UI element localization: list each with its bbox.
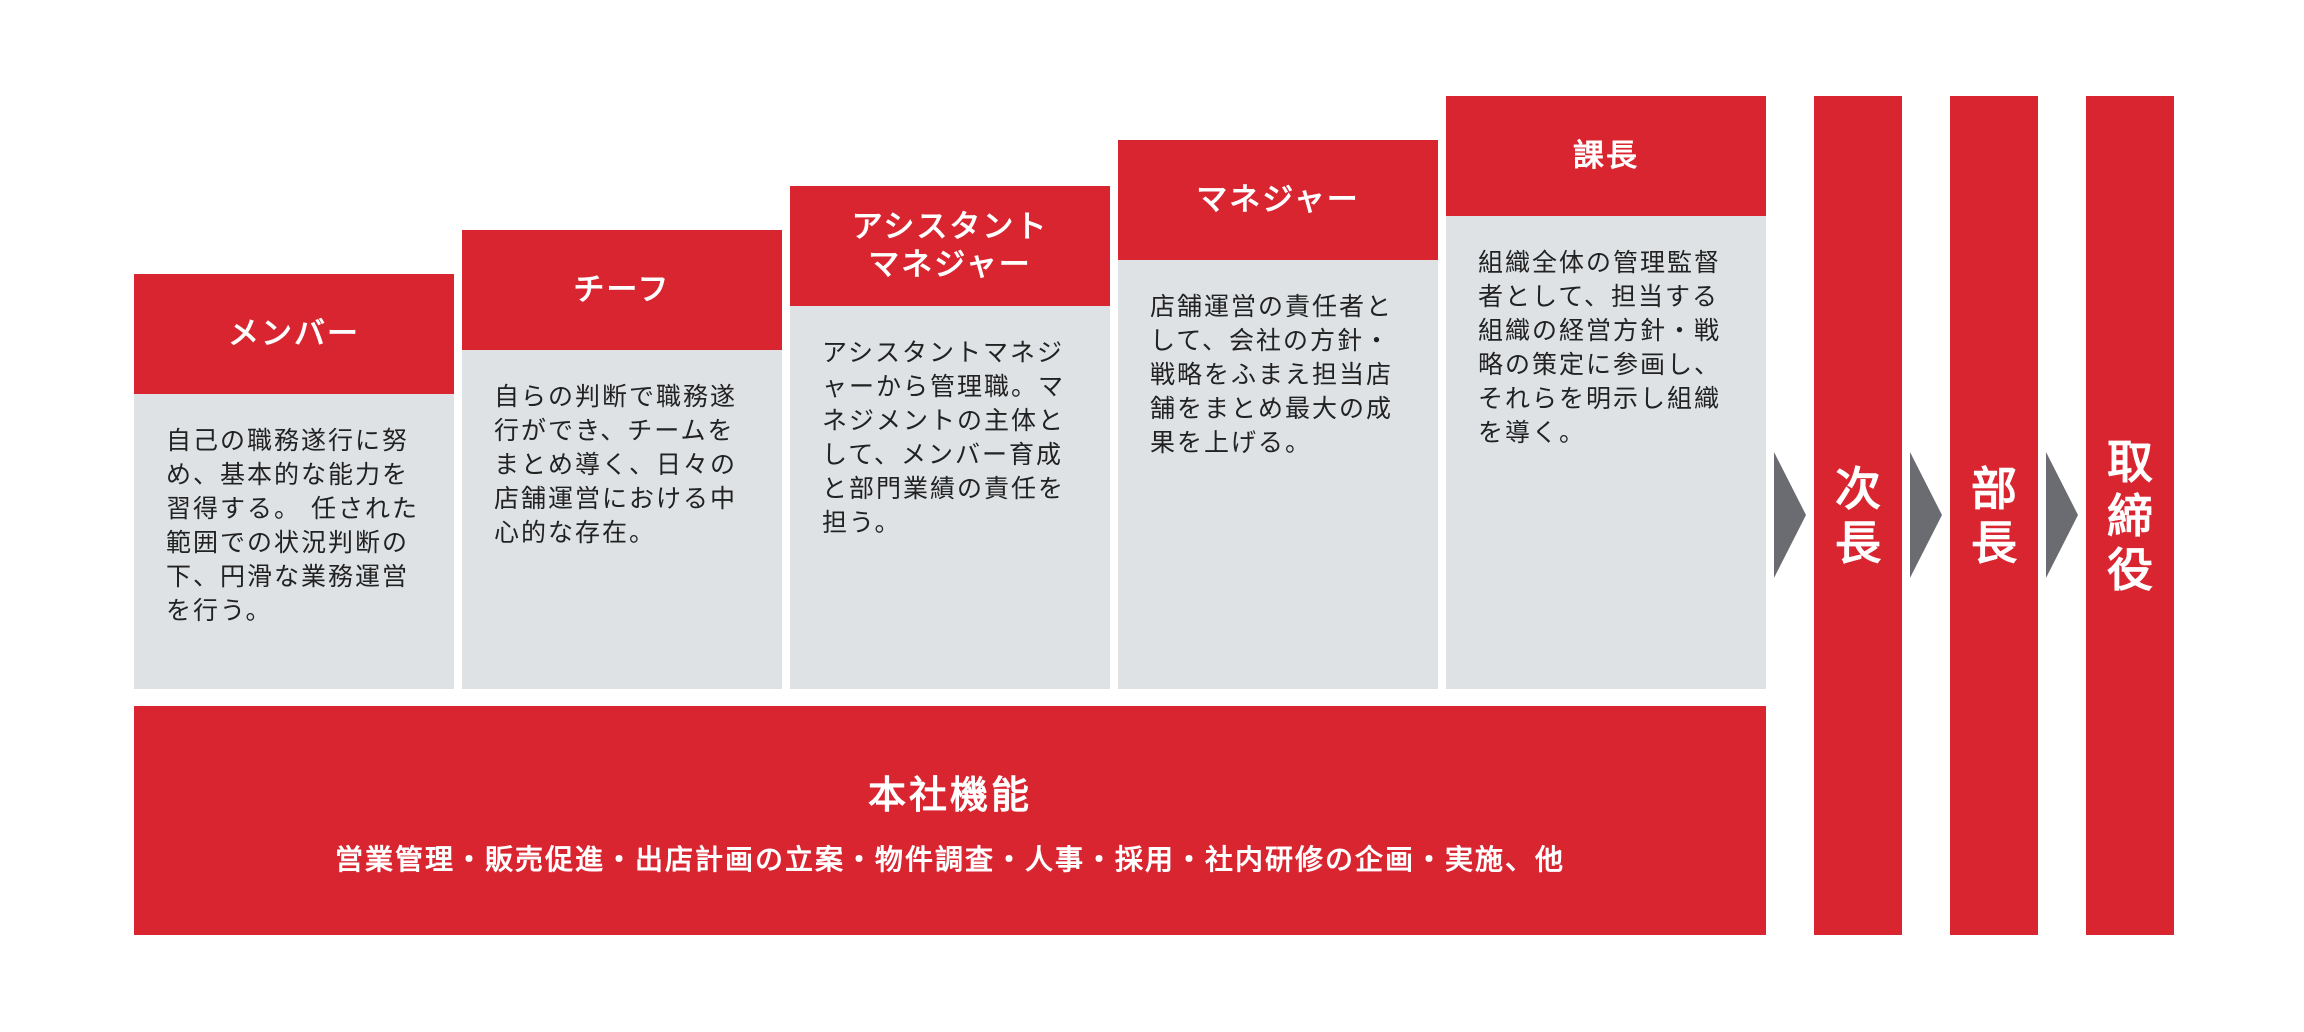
level-title: 次長 — [1835, 461, 1881, 570]
career-level-department-manager: 部長 — [1950, 96, 2038, 935]
level-title: マネジャー — [1118, 140, 1438, 260]
level-description: 自己の職務遂行に努め、基本的な能力を習得する。 任された範囲での状況判断の下、円… — [166, 426, 419, 625]
headquarters-functions-banner: 本社機能 営業管理・販売促進・出店計画の立案・物件調査・人事・採用・社内研修の企… — [134, 706, 1766, 935]
level-title-line1: アシスタント — [851, 209, 1049, 245]
level-title-line2: マネジャー — [868, 247, 1032, 283]
career-level-manager: マネジャー 店舗運営の責任者として、会社の方針・戦略をふまえ担当店舗をまとめ最大… — [1118, 140, 1438, 689]
career-level-section-chief: 課長 組織全体の管理監督者として、担当する組織の経営方針・戦略の策定に参画し、そ… — [1446, 96, 1766, 689]
level-description: アシスタントマネジャーから管理職。マネジメントの主体として、メンバー育成と部門業… — [822, 338, 1066, 537]
level-title: メンバー — [134, 274, 454, 394]
arrow-right-icon — [1910, 452, 1942, 578]
level-description: 店舗運営の責任者として、会社の方針・戦略をふまえ担当店舗をまとめ最大の成果を上げ… — [1150, 292, 1394, 457]
level-title: 部長 — [1971, 461, 2017, 570]
career-level-director: 取締役 — [2086, 96, 2174, 935]
headquarters-title: 本社機能 — [867, 773, 1032, 817]
level-description: 組織全体の管理監督者として、担当する組織の経営方針・戦略の策定に参画し、それらを… — [1478, 248, 1722, 447]
career-level-deputy-manager: 次長 — [1814, 96, 1902, 935]
level-title: アシスタント マネジャー — [790, 186, 1110, 306]
headquarters-functions-list: 営業管理・販売促進・出店計画の立案・物件調査・人事・採用・社内研修の企画・実施、… — [334, 843, 1565, 876]
career-level-chief: チーフ 自らの判断で職務遂行ができ、チームをまとめ導く、日々の店舗運営における中… — [462, 230, 782, 689]
level-description: 自らの判断で職務遂行ができ、チームをまとめ導く、日々の店舗運営における中心的な存… — [494, 382, 738, 547]
career-level-member: メンバー 自己の職務遂行に努め、基本的な能力を習得する。 任された範囲での状況判… — [134, 274, 454, 689]
career-level-assistant-manager: アシスタント マネジャー アシスタントマネジャーから管理職。マネジメントの主体と… — [790, 186, 1110, 689]
level-title: チーフ — [462, 230, 782, 350]
level-title: 取締役 — [2107, 434, 2153, 597]
arrow-right-icon — [2046, 452, 2078, 578]
level-title: 課長 — [1446, 96, 1766, 216]
arrow-right-icon — [1774, 452, 1806, 578]
